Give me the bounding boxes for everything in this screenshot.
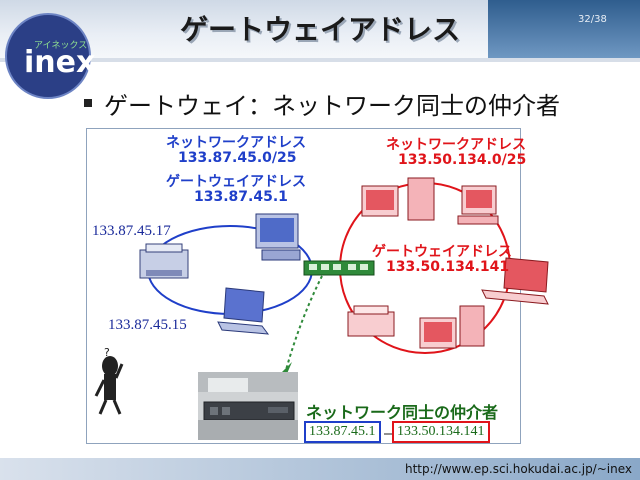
footer-url[interactable]: http://www.ep.sci.hokudai.ac.jp/~inex (404, 462, 632, 476)
left-gateway-address: 133.87.45.1 (194, 189, 288, 205)
laptop-icon-right (481, 257, 549, 305)
desktop-computer-icon-right-2 (457, 185, 499, 225)
desktop-computer-icon-right-1 (361, 177, 435, 221)
left-network-label: ネットワークアドレス (166, 135, 306, 151)
gateway-hub-icon (303, 260, 375, 276)
mediator-label: ネットワーク同士の仲介者 (306, 405, 499, 422)
dotted-arrow (285, 275, 323, 371)
printer-icon-right (347, 305, 395, 337)
page-number: 32/38 (578, 14, 607, 25)
confused-person-icon: ? (94, 346, 124, 415)
left-gateway-label: ゲートウェイアドレス (166, 174, 306, 190)
printer-icon-left (139, 243, 189, 279)
left-printer-ip: 133.87.45.17 (92, 223, 171, 239)
desktop-computer-icon-right-3 (419, 305, 485, 349)
inex-logo: inex アイネックス (5, 13, 95, 99)
logo-subtext: アイネックス (34, 40, 87, 51)
right-gateway-address: 133.50.134.141 (386, 259, 510, 275)
right-gateway-label: ゲートウェイアドレス (372, 244, 512, 260)
left-network-address: 133.87.45.0/25 (178, 150, 297, 166)
svg-text:?: ? (104, 346, 110, 359)
left-laptop-ip: 133.87.45.15 (108, 317, 187, 333)
right-network-label: ネットワークアドレス (386, 137, 526, 153)
desktop-computer-icon-left (255, 213, 301, 261)
slide-title: ゲートウェイアドレス (179, 13, 460, 46)
laptop-icon-left (217, 287, 270, 335)
right-network-address: 133.50.134.0/25 (398, 152, 527, 168)
logo-text: inex (24, 45, 95, 80)
bullet-marker (84, 99, 92, 107)
bullet-text: ゲートウェイ：ネットワーク同士の仲介者 (104, 92, 560, 120)
slide-footer (0, 458, 640, 480)
mediator-ip-right: 133.50.134.141 (392, 421, 490, 443)
page-indicator-panel (488, 0, 640, 58)
mediator-ip-left: 133.87.45.1 (304, 421, 381, 443)
gateway-device-photo (198, 372, 298, 440)
header-divider (0, 58, 640, 62)
